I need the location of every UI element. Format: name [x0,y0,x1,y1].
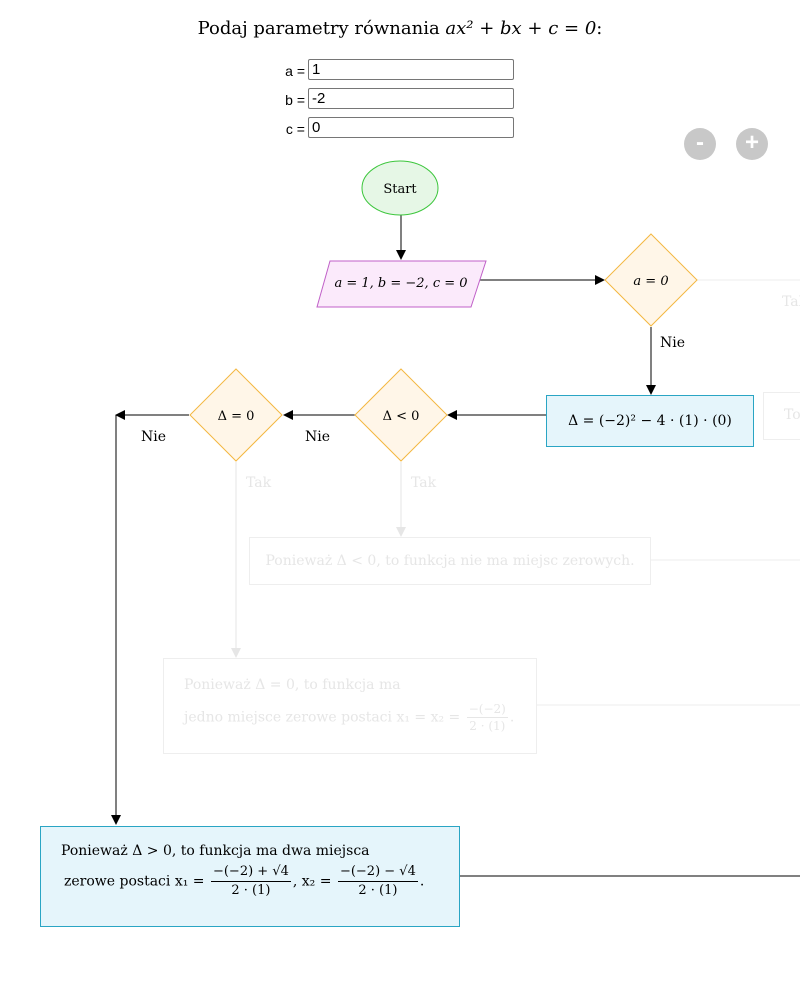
zero-result-box: Ponieważ Δ = 0, to funkcja ma jedno miej… [163,658,537,754]
input-node [316,260,487,308]
param-input-b[interactable] [308,88,514,109]
title-equation: ax² + bx + c = 0 [445,18,597,39]
check-zero-node [189,368,283,462]
zero-result-numerator: −(−2) [466,702,508,718]
check-neg-yes-label: Tak [411,475,437,491]
pos-x2-fraction: −(−2) − √4 2 · (1) [337,863,418,900]
neg-result-box: Ponieważ Δ < 0, to funkcja nie ma miejsc… [249,537,651,585]
pos-result-prefix: zerowe postaci x₁ = [64,873,205,890]
pos-x1-fraction: −(−2) + √4 2 · (1) [210,863,291,900]
check-zero-no-label: Nie [141,429,166,445]
zero-result-fraction: −(−2) 2 · (1) [466,701,508,734]
pos-x1-numerator: −(−2) + √4 [210,863,291,882]
input-label: a = 1, b = −2, c = 0 [334,276,467,291]
title-prefix: Podaj parametry równania [197,18,446,39]
page-title: Podaj parametry równania ax² + bx + c = … [0,18,800,39]
title-suffix: : [596,18,603,39]
right-faded-label: To [784,407,800,423]
param-label-c: c = [285,121,305,137]
check-a-label: a = 0 [633,274,668,289]
start-label: Start [383,182,417,197]
neg-result-label: Ponieważ Δ < 0, to funkcja nie ma miejsc… [265,553,635,569]
pos-end: . [419,873,425,890]
pos-result-line2: zerowe postaci x₁ = −(−2) + √4 2 · (1) ,… [61,863,459,900]
delta-label: Δ = (−2)² − 4 · (1) · (0) [568,413,732,429]
check-neg-label: Δ < 0 [383,409,420,424]
pos-result-line1: Ponieważ Δ > 0, to funkcja ma dwa miejsc… [61,843,370,859]
check-neg-node [354,368,448,462]
param-input-a[interactable] [308,59,514,80]
check-a-node [604,233,698,327]
param-input-c[interactable] [308,117,514,138]
check-zero-label: Δ = 0 [218,409,255,424]
zero-result-line2: jedno miejsce zerowe postaci x₁ = x₂ = −… [184,701,515,734]
pos-x2-denominator: 2 · (1) [358,883,398,898]
param-row-b: b = [260,88,520,112]
delta-box: Δ = (−2)² − 4 · (1) · (0) [546,395,754,447]
right-faded-box: To [763,392,800,440]
pos-x1-denominator: 2 · (1) [231,883,271,898]
param-row-c: c = [260,117,520,141]
zero-result-prefix: jedno miejsce zerowe postaci x₁ = x₂ = [184,709,461,726]
param-label-b: b = [285,92,305,108]
zoom-in-button[interactable]: + [736,128,768,160]
zero-result-denominator: 2 · (1) [469,719,506,733]
pos-x2-numerator: −(−2) − √4 [337,863,418,882]
start-node [361,160,439,216]
param-label-a: a = [285,63,305,79]
pos-result-box: Ponieważ Δ > 0, to funkcja ma dwa miejsc… [40,826,460,927]
zoom-out-button[interactable]: - [684,128,716,160]
zero-result-line1: Ponieważ Δ = 0, to funkcja ma [184,677,401,693]
check-a-no-label: Nie [660,335,685,351]
check-a-yes-label: Tak [782,294,800,310]
check-zero-yes-label: Tak [246,475,272,491]
param-row-a: a = [260,59,520,83]
check-neg-no-label: Nie [305,429,330,445]
pos-mid: , x₂ = [292,873,332,890]
